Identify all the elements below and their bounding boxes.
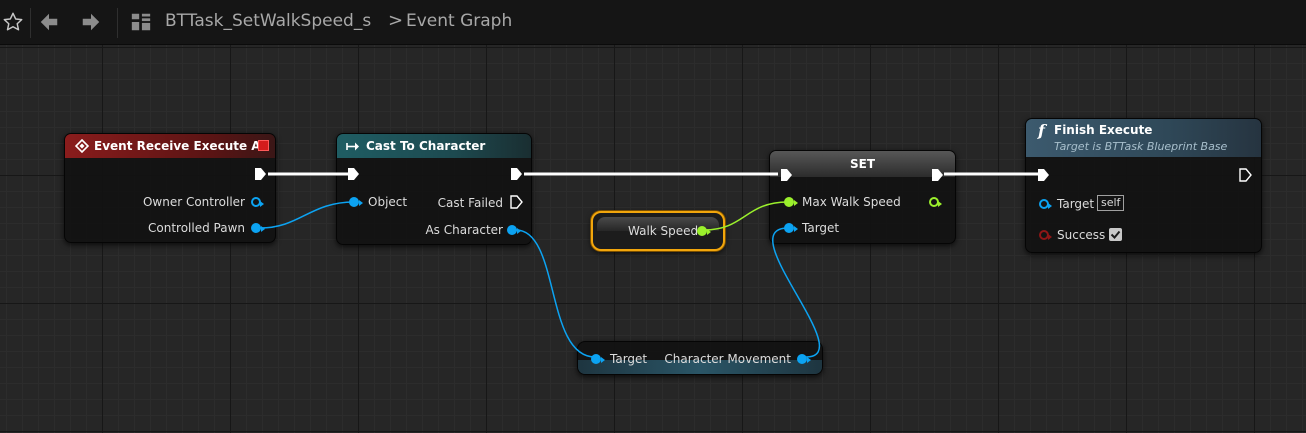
as-character-pin[interactable] (507, 225, 521, 235)
walk-speed-output-pin[interactable] (697, 226, 711, 236)
pin-label-as-character: As Character (425, 223, 503, 237)
cast-arrow-icon (346, 142, 359, 151)
exec-input-pin[interactable] (779, 168, 793, 182)
set-max-walk-speed-node[interactable]: SET Max Walk Speed Target (769, 150, 956, 244)
function-f-icon: f (1038, 121, 1045, 140)
success-checkbox[interactable] (1109, 228, 1122, 241)
finish-execute-node[interactable]: f Finish Execute Target is BTTask Bluepr… (1025, 118, 1262, 253)
max-walk-speed-input-pin[interactable] (784, 197, 798, 207)
pin-label-character-movement: Character Movement (664, 352, 791, 366)
star-icon (3, 12, 23, 31)
blueprint-icon (131, 13, 151, 31)
exec-output-pin[interactable] (930, 168, 944, 182)
exec-output-pin[interactable] (509, 167, 523, 181)
node-title: Finish Execute (1054, 123, 1153, 137)
pin-label-target: Target (610, 352, 648, 366)
event-diamond-icon (75, 139, 89, 153)
arrow-right-icon (82, 13, 100, 31)
controlled-pawn-pin[interactable] (251, 223, 265, 233)
forward-button[interactable] (78, 8, 104, 36)
target-input-pin[interactable] (591, 354, 605, 364)
node-header: Event Receive Execute AI (65, 134, 275, 158)
breadcrumb-graph[interactable]: Event Graph (406, 11, 513, 31)
node-title: Event Receive Execute AI (94, 139, 266, 153)
target-input-pin[interactable] (784, 223, 798, 233)
max-walk-speed-output-pin[interactable] (929, 197, 942, 207)
node-title: Cast To Character (366, 139, 486, 153)
walk-speed-getter-node[interactable]: Walk Speed (591, 211, 725, 251)
node-header: SET (770, 151, 955, 177)
target-input-pin[interactable] (1039, 199, 1052, 209)
owner-controller-pin[interactable] (251, 197, 264, 207)
graph-toolbar: BTTask_SetWalkSpeed_s > Event Graph (0, 0, 1306, 45)
breadcrumb-asset[interactable]: BTTask_SetWalkSpeed_s (165, 11, 372, 31)
object-pin[interactable] (349, 197, 363, 207)
target-default-self[interactable]: self (1097, 195, 1125, 211)
exec-output-pin[interactable] (1238, 168, 1252, 182)
cast-to-character-node[interactable]: Cast To Character Object Cast Failed As … (336, 133, 532, 245)
arrow-left-icon (40, 13, 58, 31)
node-header: Cast To Character (337, 134, 531, 158)
toolbar-divider (117, 8, 118, 38)
pin-label-cast-failed: Cast Failed (437, 196, 503, 210)
event-receive-execute-ai-node[interactable]: Event Receive Execute AI Owner Controlle… (64, 133, 276, 243)
node-header: f Finish Execute Target is BTTask Bluepr… (1026, 119, 1261, 157)
pin-label-controlled-pawn: Controlled Pawn (148, 221, 245, 235)
walk-speed-label: Walk Speed (628, 224, 699, 238)
favorite-button[interactable] (0, 8, 26, 36)
exec-input-pin[interactable] (1036, 168, 1050, 182)
pin-label-object: Object (368, 195, 408, 209)
toolbar-divider (30, 8, 31, 38)
success-input-pin[interactable] (1039, 230, 1052, 240)
breadcrumb-separator: > (388, 10, 404, 31)
node-gloss (597, 217, 719, 231)
node-title: SET (849, 157, 876, 171)
character-movement-getter-node[interactable]: Target Character Movement (577, 341, 823, 375)
pin-label-target: Target (802, 221, 840, 235)
exec-output-pin[interactable] (253, 167, 267, 181)
delegate-square-icon[interactable] (258, 140, 269, 151)
pin-label-max-walk-speed: Max Walk Speed (802, 195, 901, 209)
checkmark-icon (1110, 230, 1121, 239)
pin-label-owner-controller: Owner Controller (142, 195, 245, 209)
exec-input-pin[interactable] (346, 167, 360, 181)
back-button[interactable] (36, 8, 62, 36)
node-subtitle: Target is BTTask Blueprint Base (1054, 140, 1228, 153)
character-movement-output-pin[interactable] (797, 354, 811, 364)
cast-failed-exec-pin[interactable] (509, 195, 523, 209)
asset-type-button[interactable] (128, 8, 154, 36)
pin-label-success: Success (1057, 228, 1106, 242)
pin-label-target: Target (1057, 197, 1095, 211)
node-footer (578, 360, 822, 374)
